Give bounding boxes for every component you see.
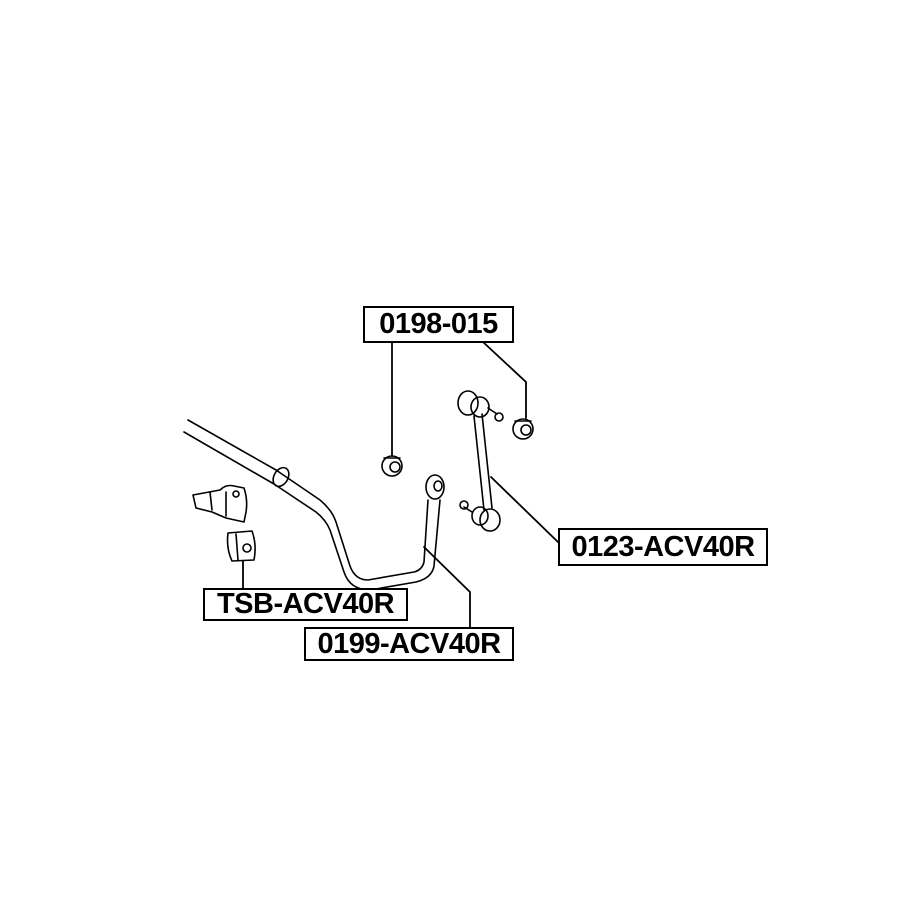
- bracket: [192, 484, 248, 523]
- leader-link: [490, 476, 560, 544]
- nut-left: [381, 455, 403, 477]
- stabilizer-link: [457, 390, 504, 532]
- nut-right: [512, 418, 534, 440]
- label-0199-ACV40R: 0199-ACV40R: [304, 627, 514, 661]
- label-0123-ACV40R: 0123-ACV40R: [558, 528, 768, 566]
- leader-bar: [423, 546, 471, 629]
- label-0198-015: 0198-015: [363, 306, 514, 343]
- bushing: [226, 530, 256, 562]
- label-TSB-ACV40R: TSB-ACV40R: [203, 588, 408, 621]
- stabilizer-bar: [183, 419, 445, 591]
- leader-nut-right: [482, 341, 527, 419]
- leader-lines: [242, 341, 560, 629]
